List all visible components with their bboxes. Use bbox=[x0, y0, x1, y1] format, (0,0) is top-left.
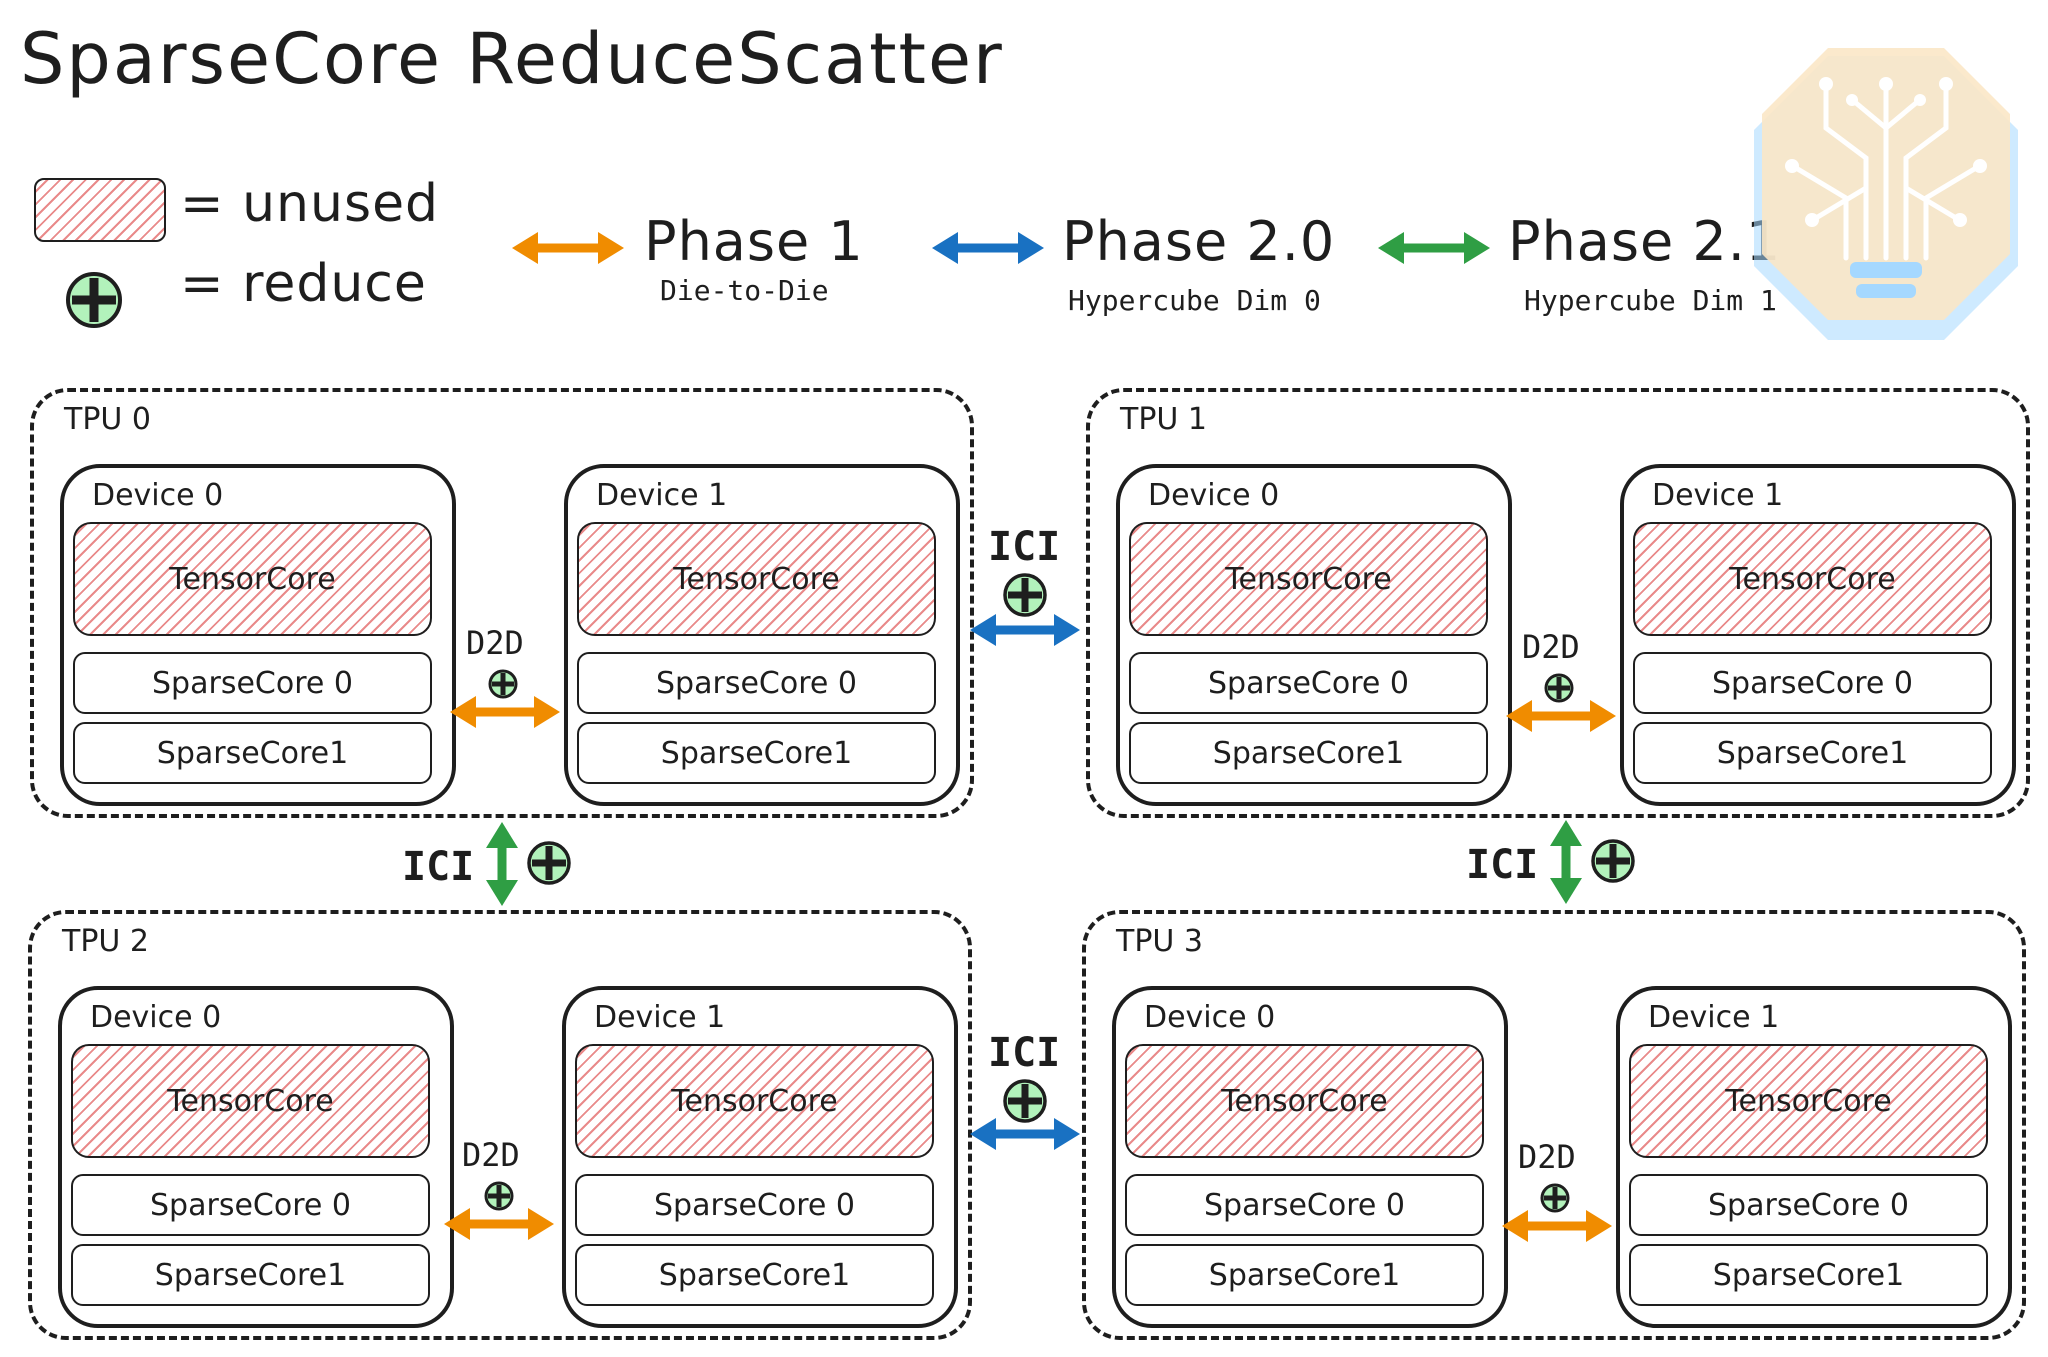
sparsecore-1: SparseCore1 bbox=[1129, 722, 1488, 784]
phase1-arrow-icon bbox=[512, 232, 624, 264]
phase20-sub: Hypercube Dim 0 bbox=[1068, 284, 1321, 317]
d2d-arrow-icon bbox=[1502, 1210, 1612, 1242]
tensorcore: TensorCore bbox=[575, 1044, 934, 1158]
reduce-icon bbox=[488, 669, 518, 699]
d2d-label: D2D bbox=[1518, 1138, 1576, 1176]
ici-vertical-arrow-icon bbox=[486, 822, 518, 906]
sparsecore-1: SparseCore1 bbox=[575, 1244, 934, 1306]
d2d-label: D2D bbox=[466, 624, 524, 662]
d2d-label: D2D bbox=[462, 1136, 520, 1174]
tpu0-device-0: Device 0 TensorCore SparseCore 0 SparseC… bbox=[60, 464, 456, 806]
phase21-sub: Hypercube Dim 1 bbox=[1524, 284, 1777, 317]
legend-unused-swatch bbox=[34, 178, 166, 242]
tpu1-device-1: Device 1 TensorCore SparseCore 0 SparseC… bbox=[1620, 464, 2016, 806]
ici-arrow-icon bbox=[970, 614, 1080, 646]
sparsecore-0: SparseCore 0 bbox=[1629, 1174, 1988, 1236]
ici-arrow-icon bbox=[970, 1118, 1080, 1150]
phase1-label: Phase 1 bbox=[644, 210, 864, 273]
legend-reduce-label: = reduce bbox=[180, 254, 427, 314]
page-title: SparseCore ReduceScatter bbox=[20, 18, 1004, 100]
sparsecore-1: SparseCore1 bbox=[71, 1244, 430, 1306]
sparsecore-1: SparseCore1 bbox=[1629, 1244, 1988, 1306]
device-label: Device 0 bbox=[1148, 478, 1280, 513]
phase21-label: Phase 2.1 bbox=[1508, 210, 1782, 273]
device-label: Device 1 bbox=[594, 1000, 726, 1035]
legend-unused-label: = unused bbox=[180, 174, 440, 234]
device-label: Device 0 bbox=[1144, 1000, 1276, 1035]
tpu-3: TPU 3 Device 0 TensorCore SparseCore 0 S… bbox=[1082, 910, 2026, 1340]
reduce-icon bbox=[484, 1181, 514, 1211]
phase1-sub: Die-to-Die bbox=[660, 274, 829, 307]
sparsecore-0: SparseCore 0 bbox=[71, 1174, 430, 1236]
reduce-icon bbox=[1003, 573, 1047, 617]
device-label: Device 1 bbox=[596, 478, 728, 513]
sparsecore-0: SparseCore 0 bbox=[1633, 652, 1992, 714]
reduce-icon bbox=[1544, 673, 1574, 703]
sparsecore-0: SparseCore 0 bbox=[73, 652, 432, 714]
tpu-label: TPU 3 bbox=[1116, 924, 1203, 959]
phase20-arrow-icon bbox=[932, 232, 1044, 264]
device-label: Device 1 bbox=[1648, 1000, 1780, 1035]
reduce-icon bbox=[1591, 839, 1635, 883]
sparsecore-0: SparseCore 0 bbox=[577, 652, 936, 714]
tensorcore: TensorCore bbox=[71, 1044, 430, 1158]
ici-label: ICI bbox=[988, 524, 1061, 570]
sparsecore-0: SparseCore 0 bbox=[575, 1174, 934, 1236]
reduce-icon bbox=[1003, 1079, 1047, 1123]
ici-label: ICI bbox=[988, 1030, 1061, 1076]
tpu-1: TPU 1 Device 0 TensorCore SparseCore 0 S… bbox=[1086, 388, 2030, 818]
sparsecore-1: SparseCore1 bbox=[1125, 1244, 1484, 1306]
tensorcore: TensorCore bbox=[1629, 1044, 1988, 1158]
reduce-icon bbox=[527, 841, 571, 885]
tpu-label: TPU 1 bbox=[1120, 402, 1207, 437]
tpu-label: TPU 0 bbox=[64, 402, 151, 437]
tpu1-device-0: Device 0 TensorCore SparseCore 0 SparseC… bbox=[1116, 464, 1512, 806]
sparsecore-1: SparseCore1 bbox=[577, 722, 936, 784]
d2d-label: D2D bbox=[1522, 628, 1580, 666]
sparsecore-0: SparseCore 0 bbox=[1129, 652, 1488, 714]
reduce-icon bbox=[66, 272, 122, 328]
device-label: Device 0 bbox=[90, 1000, 222, 1035]
sparsecore-1: SparseCore1 bbox=[1633, 722, 1992, 784]
tpu3-device-1: Device 1 TensorCore SparseCore 0 SparseC… bbox=[1616, 986, 2012, 1328]
device-label: Device 1 bbox=[1652, 478, 1784, 513]
sparsecore-0: SparseCore 0 bbox=[1125, 1174, 1484, 1236]
sparsecore-1: SparseCore1 bbox=[73, 722, 432, 784]
tpu-2: TPU 2 Device 0 TensorCore SparseCore 0 S… bbox=[28, 910, 972, 1340]
d2d-arrow-icon bbox=[1506, 700, 1616, 732]
ici-label: ICI bbox=[402, 844, 475, 890]
tpu2-device-1: Device 1 TensorCore SparseCore 0 SparseC… bbox=[562, 986, 958, 1328]
tensorcore: TensorCore bbox=[73, 522, 432, 636]
phase20-label: Phase 2.0 bbox=[1062, 210, 1336, 273]
tpu-label: TPU 2 bbox=[62, 924, 149, 959]
circuit-bulb-logo-icon bbox=[1754, 48, 2018, 340]
tensorcore: TensorCore bbox=[1125, 1044, 1484, 1158]
tensorcore: TensorCore bbox=[1129, 522, 1488, 636]
tpu0-device-1: Device 1 TensorCore SparseCore 0 SparseC… bbox=[564, 464, 960, 806]
d2d-arrow-icon bbox=[444, 1208, 554, 1240]
tensorcore: TensorCore bbox=[1633, 522, 1992, 636]
tpu3-device-0: Device 0 TensorCore SparseCore 0 SparseC… bbox=[1112, 986, 1508, 1328]
tpu2-device-0: Device 0 TensorCore SparseCore 0 SparseC… bbox=[58, 986, 454, 1328]
tpu-0: TPU 0 Device 0 TensorCore SparseCore 0 S… bbox=[30, 388, 974, 818]
tensorcore: TensorCore bbox=[577, 522, 936, 636]
device-label: Device 0 bbox=[92, 478, 224, 513]
ici-label: ICI bbox=[1466, 842, 1539, 888]
phase21-arrow-icon bbox=[1378, 232, 1490, 264]
ici-vertical-arrow-icon bbox=[1550, 820, 1582, 904]
reduce-icon bbox=[1540, 1183, 1570, 1213]
d2d-arrow-icon bbox=[450, 696, 560, 728]
